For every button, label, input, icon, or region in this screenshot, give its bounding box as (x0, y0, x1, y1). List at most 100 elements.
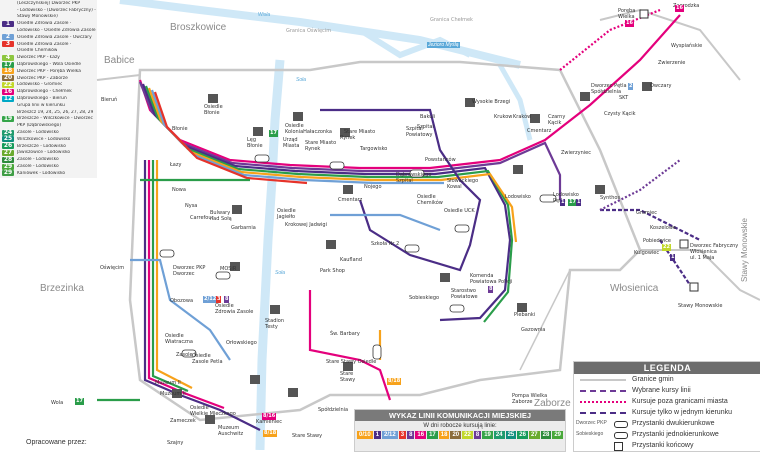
region-stawy: Stawy Monowskie (740, 218, 749, 283)
region-zaborze: Zaborze (534, 398, 571, 409)
river-label-jezioro: Jezioro Myślą (427, 42, 460, 48)
line-index-badge: 3 (398, 431, 407, 439)
line-description: Dworzec PKP - Poręba Wielka (17, 68, 81, 74)
police-icon (440, 273, 450, 282)
place-label: Osiedle Chemików (417, 194, 443, 206)
legend-label: Przystanki jednokierunkowe (632, 431, 719, 438)
line-index-badge: 8 (473, 431, 482, 439)
city-boundary (128, 60, 642, 422)
place-label: Cmentarz (338, 197, 363, 203)
place-label: Garbarnia (231, 225, 256, 231)
line-index-badge: 20 (450, 431, 462, 439)
place-label: Plebanki (514, 312, 536, 318)
place-label: Carrefour (190, 215, 214, 221)
river-branch2 (497, 63, 533, 141)
place-label: Bakuli (420, 114, 436, 120)
place-label: Kraków (513, 114, 532, 120)
legend-label: Kursuje tylko w jednym kierunku (632, 409, 732, 416)
place-label: Osiedle Jagiełło (277, 208, 296, 220)
line-list-item: - Lodowisko - (Dworzec Fabryczny) - (0, 7, 97, 14)
place-label: Obozowa (170, 298, 194, 304)
map-line-badge: 2/12 (203, 296, 218, 303)
line-description: Brzeszcze - Wilczkowice - Dworzec (17, 116, 93, 122)
region-babice: Babice (104, 55, 135, 66)
boundary-ne (599, 8, 741, 81)
place-label: Osiedle UCK (444, 208, 475, 214)
line-description: Grupa linii w kierunku (17, 102, 65, 108)
building-icon (250, 375, 260, 384)
line-index-badge: 24 (493, 431, 505, 439)
place-label: Osiedle Zdrowia Zasole (215, 303, 254, 315)
place-label: Stawy Monowskie (678, 303, 723, 309)
line-list-item: Grupa linii w kierunku (0, 102, 97, 109)
map-line-badge: 22 (662, 244, 671, 251)
place-label: Szpital Powiatowy (406, 126, 433, 138)
line-badge: 20 (2, 74, 14, 82)
map-line-badge: 16 (625, 20, 634, 27)
legend-symbol (574, 440, 632, 451)
place-label: Łazy (170, 162, 182, 168)
map-line-badge: 17 (269, 130, 278, 137)
place-label: Krokowej Jadwigi (285, 222, 327, 228)
place-label: Powstańców (425, 157, 456, 163)
legend-label: Granice gmin (632, 376, 674, 383)
line-index-badge: 25 (505, 431, 517, 439)
place-label: Dworzec PKP Dworzec (173, 265, 206, 277)
cemetery-icon (343, 185, 353, 194)
place-label: Gromiec (636, 210, 657, 216)
place-label: Pobiedwice (643, 238, 672, 244)
building-icon (288, 388, 298, 397)
church-icon (530, 114, 540, 123)
building-icon (642, 82, 652, 91)
place-label: Czysty Kącik (604, 111, 636, 117)
place-label: Park Shop (320, 268, 345, 274)
place-label: Dworzec Pętla Spółdzielnia (591, 83, 627, 95)
line-description: Brzeszcze - Lodowisko (17, 143, 66, 149)
line-description: Zasole - Lodowisko (17, 157, 59, 163)
place-label: Lęg Błonie (247, 137, 263, 149)
place-label: Osiedle Wiatraczna (165, 333, 193, 345)
place-label: Osiedle Zasole Petla (192, 353, 223, 365)
boundary-label-oswiecim: Granica Oświęcim (286, 28, 332, 34)
line-badge: 26 (2, 142, 14, 150)
place-label: Osiedle Błonie (204, 104, 223, 116)
line-index-badge: 8 (407, 431, 415, 439)
line-description: Wilczkowice - Lodowisko (17, 136, 71, 142)
place-label: SKT (619, 95, 629, 101)
line-badge: 2 (2, 34, 14, 41)
line-badge: 28 (2, 155, 14, 163)
credits-label: Opracowane przez: (26, 439, 87, 446)
line-index-badge: 26 (517, 431, 528, 439)
line-description: PKP (Dąbrowskiego) (17, 123, 62, 129)
legend-symbol (574, 385, 632, 396)
line-badge: 4 (2, 54, 14, 61)
line-list-item: Brzeszcz 19, 24, 25, 26, 27, 28, 29 (0, 109, 97, 116)
line-badge: 17 (2, 60, 14, 68)
line-index-badge: 27 (528, 431, 540, 439)
place-label: Koszelowe (650, 225, 677, 231)
place-label: Wysokie Brzegi (472, 99, 511, 105)
line-index-box: WYKAZ LINII KOMUNIKACJI MIEJSKIEJ W dni … (354, 409, 566, 452)
boundary-west (96, 74, 141, 81)
place-label: Nojego (364, 184, 382, 190)
place-label: Nowa (172, 187, 186, 193)
line-list-item: Stawy Monowskie) (0, 14, 97, 21)
place-label: Zwierzenie (658, 60, 686, 66)
place-label: Sobieskiego (409, 295, 440, 301)
place-label: Owczary (650, 83, 672, 89)
place-label: Synthos (600, 195, 621, 201)
place-label: Spółdzielnia (318, 407, 349, 413)
building-icon (293, 112, 303, 121)
line-index-badge: 19 (482, 431, 493, 439)
place-label: Stare Stawy (340, 371, 356, 383)
line-badge: 22 (2, 80, 14, 88)
line-index-subtitle: W dni robocze kursują linie: (423, 423, 497, 429)
map-line-badge: 1 (670, 254, 676, 261)
